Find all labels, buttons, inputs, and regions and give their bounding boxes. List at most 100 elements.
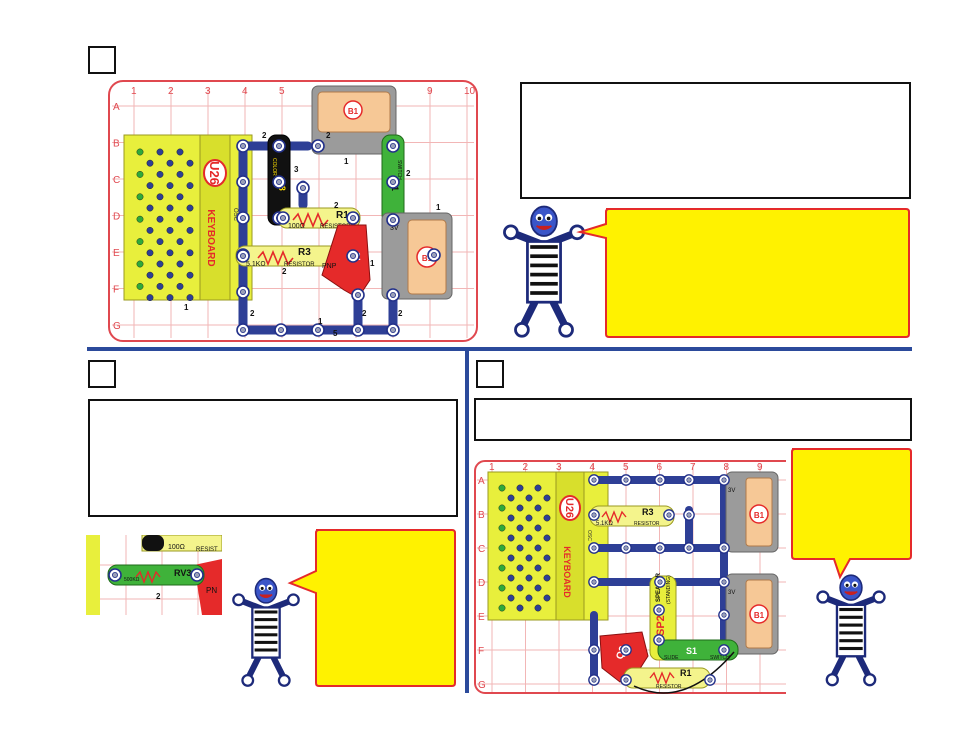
level-2-g: 2 <box>362 309 367 318</box>
snap-connector <box>272 175 286 189</box>
r1b-label: R1 <box>680 668 692 678</box>
level-2-f: 2 <box>250 309 255 318</box>
snap-connector <box>588 674 600 686</box>
speech-bubble-bottom-left <box>287 529 456 687</box>
r1-label: R1 <box>336 210 349 221</box>
level-5-a: 5 <box>333 329 338 338</box>
grid-row-label: G <box>113 321 121 332</box>
grid-row-label: B <box>478 510 485 521</box>
level-1-b: 1 <box>436 203 441 212</box>
level-1-a: 1 <box>344 157 349 166</box>
grid-row-label: D <box>113 212 120 223</box>
grid-col-label: 2 <box>523 462 529 473</box>
grid-col-label: 6 <box>657 462 663 473</box>
level-2-h: 2 <box>398 309 403 318</box>
standing-label: (STANDING) <box>666 575 672 604</box>
grid-row-label: F <box>113 285 119 296</box>
crop-r1-type: RESIST <box>196 547 218 553</box>
r3b-value: 5.1KΩ <box>596 521 613 527</box>
snap-connector <box>620 542 632 554</box>
b1-volt: 3V <box>390 225 399 232</box>
keyboard-label: KEYBOARD <box>205 209 216 266</box>
r3-label: R3 <box>298 247 311 258</box>
snap-connector <box>236 323 250 337</box>
snap-connector <box>620 644 632 656</box>
snap-connector <box>236 175 250 189</box>
grid-col-label: 9 <box>427 86 433 97</box>
u26-label: U26 <box>207 161 222 185</box>
crop-r1-value: 100Ω <box>168 544 185 551</box>
sp2-label: SP2 <box>655 615 667 636</box>
r3b-label: R3 <box>642 507 654 517</box>
mascot-bottom-right <box>812 566 890 692</box>
snap-connector <box>663 509 675 521</box>
grid-row-label: F <box>478 646 484 657</box>
r1-value: 100Ω <box>288 223 305 230</box>
pnp-label: PNP <box>322 263 337 270</box>
b1-label: B1 <box>422 254 433 263</box>
grid-col-label: 1 <box>489 462 495 473</box>
snap-connector <box>718 609 730 621</box>
speech-bubble-bottom-right <box>791 448 912 580</box>
speech-bubble-top <box>576 208 910 338</box>
snap-connector <box>351 323 365 337</box>
project-number-box-bottom-left <box>88 360 116 388</box>
snap-connector <box>683 474 695 486</box>
project-number-box-bottom-right <box>476 360 504 388</box>
slide-label: SLIDE <box>664 655 679 661</box>
snap-connector <box>718 576 730 588</box>
snap-connector <box>346 249 360 263</box>
snap-connector <box>386 213 400 227</box>
grid-col-label: 9 <box>757 462 763 473</box>
grid-row-label: E <box>113 248 120 259</box>
instruction-textbox-bottom-left <box>88 399 458 517</box>
switch-label: SWITCH <box>396 160 402 180</box>
level-1-d: 1 <box>318 317 323 326</box>
snap-connector <box>427 248 441 262</box>
crop-pnp: PN <box>206 586 217 595</box>
grid-col-label: 3 <box>205 86 211 97</box>
instruction-textbox-top <box>520 82 911 199</box>
grid-row-label: C <box>113 175 120 186</box>
s1b-label: S1 <box>686 646 697 656</box>
level-2-e: 2 <box>282 267 287 276</box>
snap-connector <box>386 323 400 337</box>
snap-connector <box>588 644 600 656</box>
grid-col-label: 3 <box>556 462 562 473</box>
circuit-diagram-top: 12345678910ABCDEFG U26 KEYBOARD OSC B1 D… <box>108 80 478 342</box>
level-2-d: 2 <box>406 169 411 178</box>
osc-label: OSC <box>232 208 238 222</box>
grid-col-label: 10 <box>464 86 476 97</box>
grid-row-label: G <box>478 680 486 691</box>
vertical-divider <box>465 351 469 693</box>
snap-connector <box>274 323 288 337</box>
snap-connector <box>386 288 400 302</box>
r3b-type: RESISTOR <box>634 521 660 527</box>
crop-rv3-label: RV3 <box>174 568 191 578</box>
snap-connector <box>654 474 666 486</box>
b1b-volt: 3V <box>728 590 735 596</box>
u26-b-label: U26 <box>563 498 575 518</box>
project-number-box-top <box>88 46 116 74</box>
grid-row-label: C <box>478 544 485 555</box>
snap-connector <box>588 509 600 521</box>
snap-connector <box>718 474 730 486</box>
level-3-a: 3 <box>294 165 299 174</box>
grid-row-label: B <box>113 139 120 150</box>
snap-connector <box>386 139 400 153</box>
snap-connector <box>276 211 290 225</box>
snap-connector <box>311 139 325 153</box>
grid-row-label: D <box>478 578 485 589</box>
snap-connector <box>236 211 250 225</box>
snap-connector <box>718 542 730 554</box>
b1b-label: B1 <box>754 611 765 620</box>
grid-col-label: 8 <box>724 462 730 473</box>
snap-connector <box>296 181 310 195</box>
grid-col-label: 5 <box>623 462 629 473</box>
grid-col-label: 1 <box>131 86 137 97</box>
grid-col-label: 5 <box>279 86 285 97</box>
snap-connector <box>346 211 360 225</box>
crop-level-2: 2 <box>156 592 161 601</box>
r3-value: 5.1KΩ <box>246 261 266 268</box>
